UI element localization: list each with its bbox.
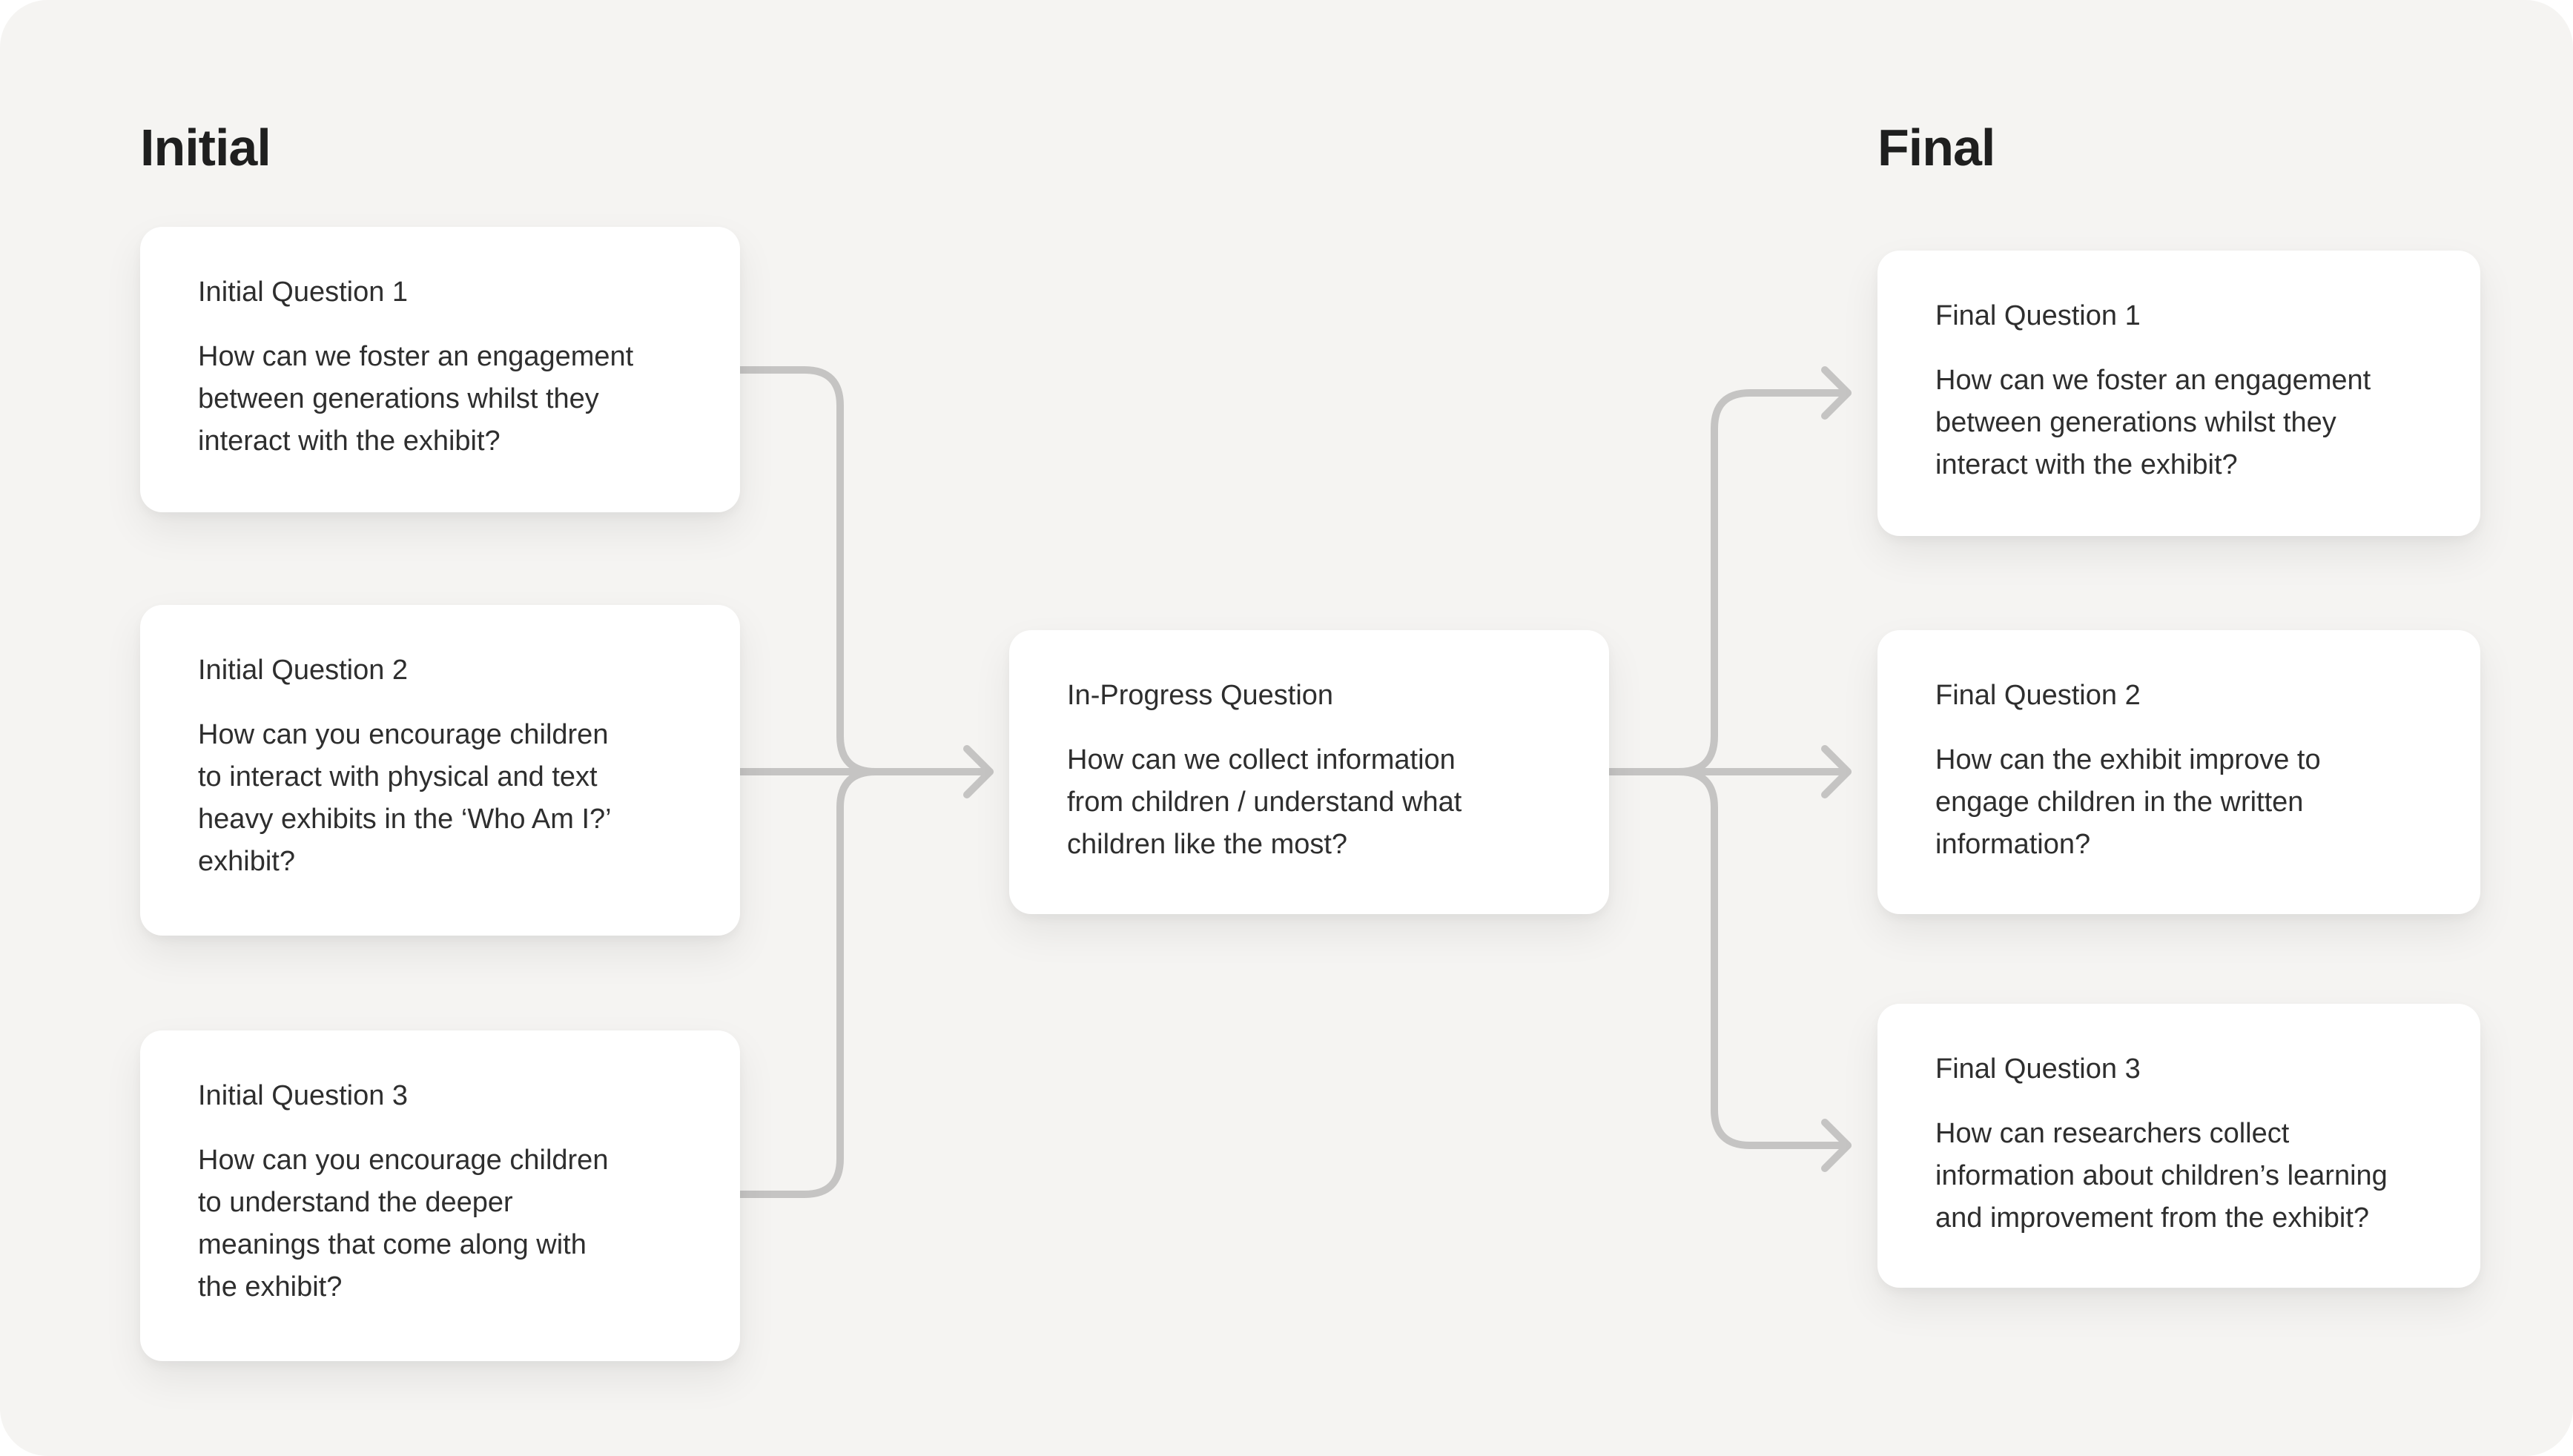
card-body: How can researchers collect information …: [1935, 1118, 2388, 1234]
card-in-progress-question[interactable]: In-Progress Question How can we collect …: [1009, 630, 1609, 914]
arrowhead-into-final-3-icon: [1821, 1119, 1852, 1172]
edge-initial-3-to-progress: [736, 768, 879, 1198]
card-title: Final Question 2: [1935, 680, 2141, 711]
card-initial-question-1[interactable]: Initial Question 1 How can we foster an …: [140, 227, 740, 512]
card-title: Initial Question 3: [198, 1080, 409, 1111]
card-body: How can the exhibit improve to engage ch…: [1935, 744, 2321, 860]
card-initial-question-2[interactable]: Initial Question 2 How can you encourage…: [140, 605, 740, 936]
card-title: Final Question 3: [1935, 1053, 2141, 1085]
card-title: In-Progress Question: [1067, 680, 1334, 711]
card-title: Initial Question 1: [198, 277, 409, 308]
arrowhead-into-progress-icon: [963, 745, 994, 798]
card-final-question-1[interactable]: Final Question 1 How can we foster an en…: [1877, 251, 2480, 536]
card-body: How can we collect information from chil…: [1067, 744, 1462, 860]
edge-initial-1-to-progress: [736, 366, 879, 775]
card-body: How can you encourage children to intera…: [198, 719, 612, 877]
arrowhead-into-final-2-icon: [1821, 745, 1852, 798]
edge-progress-to-final-3: [1675, 768, 1852, 1149]
card-title: Initial Question 2: [198, 655, 409, 686]
card-final-question-3[interactable]: Final Question 3 How can researchers col…: [1877, 1004, 2480, 1288]
card-initial-question-3[interactable]: Initial Question 3 How can you encourage…: [140, 1030, 740, 1361]
arrowhead-into-final-1-icon: [1821, 366, 1852, 420]
final-column-heading: Final: [1877, 119, 1995, 176]
card-title: Final Question 1: [1935, 300, 2141, 331]
initial-column-heading: Initial: [140, 119, 271, 176]
card-body: How can we foster an engagement between …: [198, 341, 634, 457]
edge-progress-to-final-1: [1675, 389, 1852, 775]
card-body: How can you encourage children to unders…: [198, 1145, 609, 1303]
card-body: How can we foster an engagement between …: [1935, 365, 2371, 480]
card-final-question-2[interactable]: Final Question 2 How can the exhibit imp…: [1877, 630, 2480, 914]
